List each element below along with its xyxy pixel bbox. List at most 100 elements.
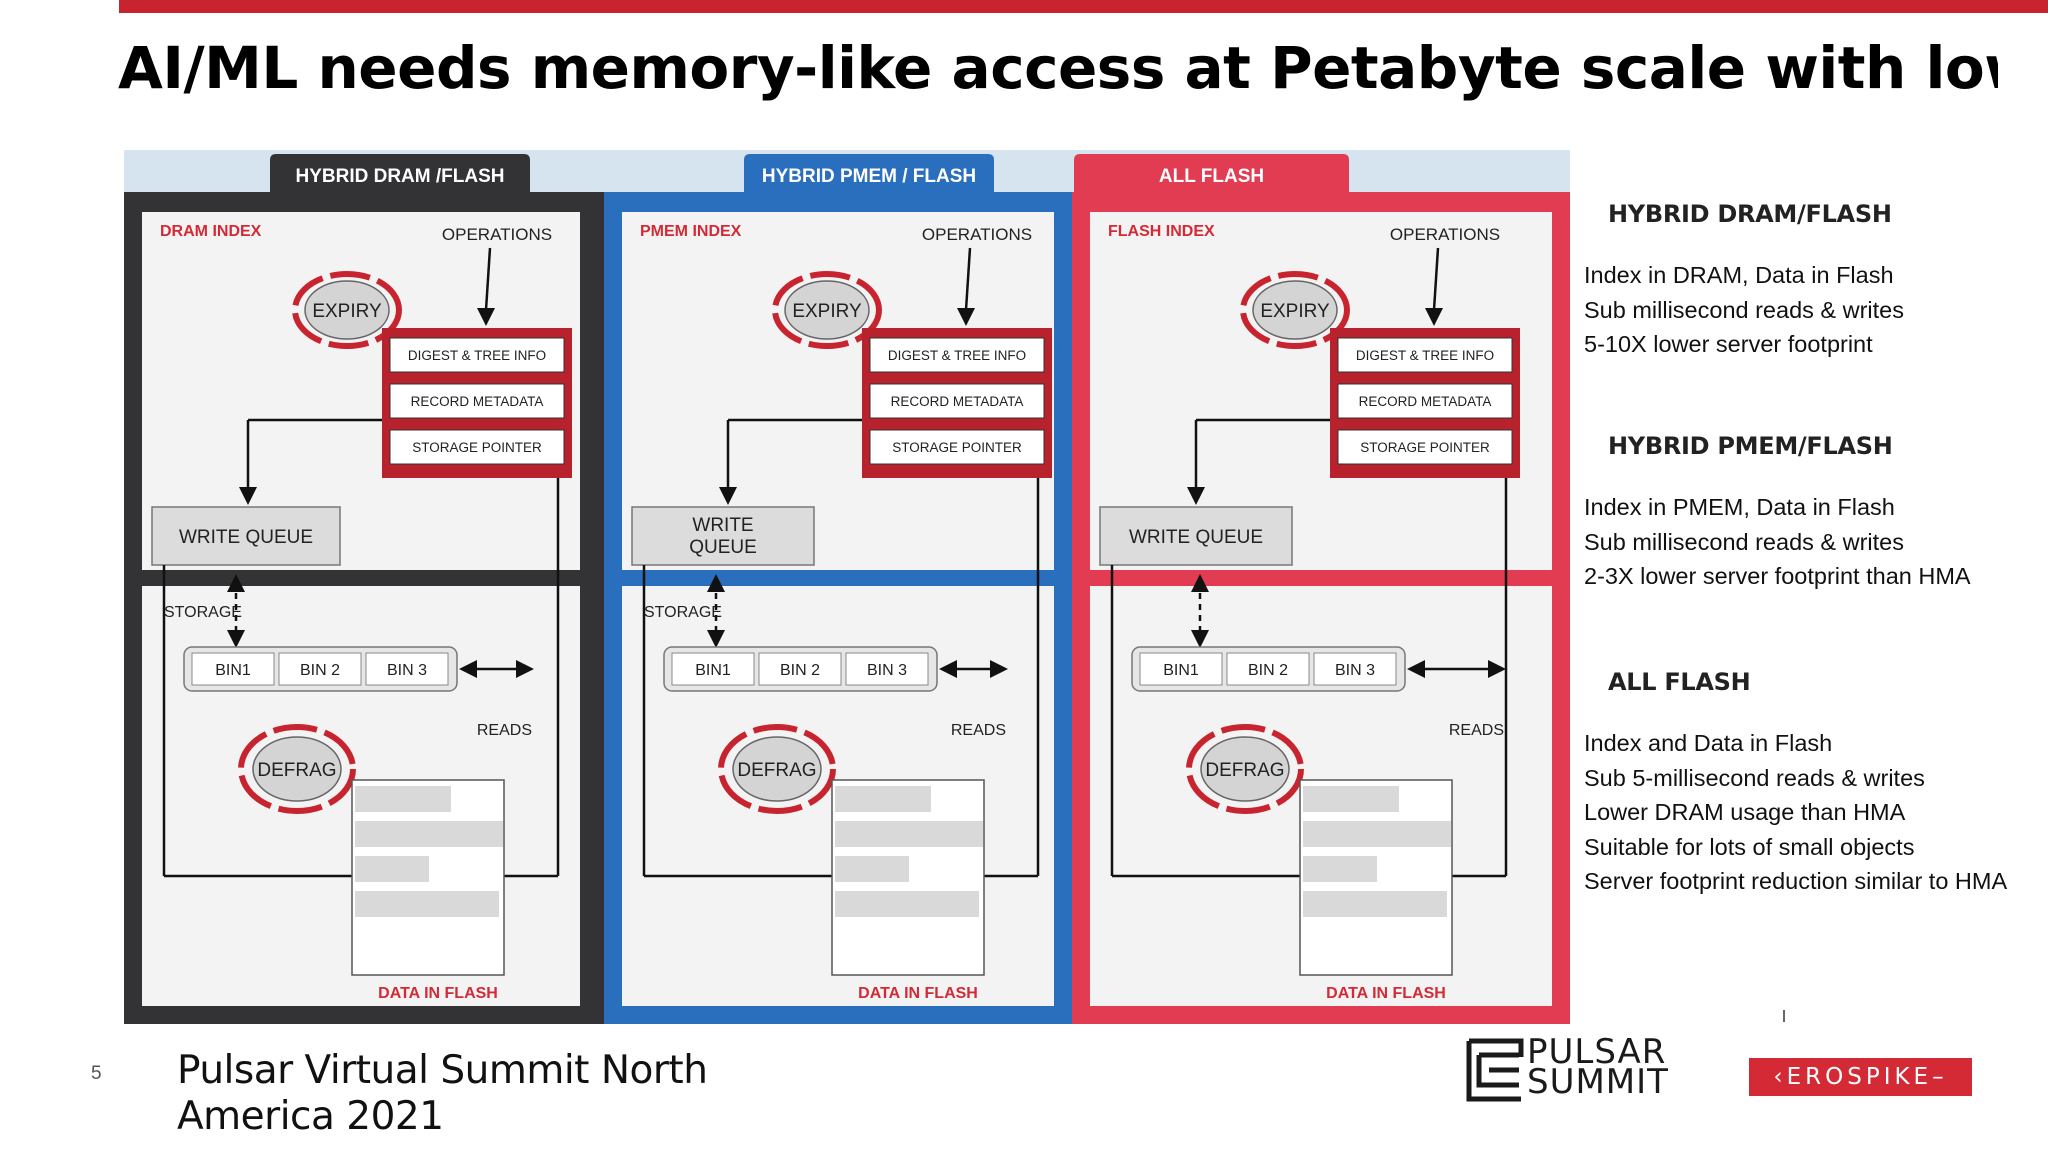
expiry-ring-2 (772, 271, 882, 349)
flash-record-1-3 (355, 856, 429, 882)
defrag-ring-1 (238, 724, 356, 814)
logo-line-summit: SUMMIT (1527, 1062, 1669, 1102)
write-queue-arrowhead-3 (1187, 487, 1205, 505)
index-item-box-2-3 (869, 429, 1045, 465)
defrag-core-1 (252, 736, 342, 802)
write-queue-label-3-1: WRITE QUEUE (1129, 527, 1263, 548)
write-queue-box-2 (631, 506, 815, 566)
panel-tab-label-2: HYBRID PMEM / FLASH (762, 166, 976, 187)
expiry-label-2: EXPIRY (792, 301, 862, 322)
expiry-label-3: EXPIRY (1260, 301, 1330, 322)
data-in-flash-label-2: DATA IN FLASH (858, 985, 978, 1002)
index-item-box-1-3 (389, 429, 565, 465)
index-label-1: DRAM INDEX (160, 223, 262, 240)
operations-arrowhead-2 (957, 308, 975, 326)
sidebar-line-3-5: Server footprint reduction similar to HM… (1584, 868, 2008, 894)
index-item-box-1-1 (389, 337, 565, 373)
panel-tab-1 (270, 154, 530, 192)
write-queue-arrowhead-2 (719, 487, 737, 505)
defrag-label-2: DEFRAG (737, 760, 816, 781)
flash-record-3-3 (1303, 856, 1377, 882)
bin-label-2-3: BIN 3 (867, 662, 907, 679)
aerospike-logo: ‹EROSPIKE– (1749, 1058, 1972, 1096)
write-queue-box-3 (1099, 506, 1293, 566)
operations-arrowhead-3 (1425, 308, 1443, 326)
reads-label-1: READS (477, 722, 532, 739)
operations-arrow-1 (484, 247, 492, 311)
defrag-core-3 (1200, 736, 1290, 802)
storage-label-1: STORAGE (164, 604, 242, 621)
bin-label-2-1: BIN1 (695, 662, 731, 679)
sidebar-line-2-2: Sub millisecond reads & writes (1584, 528, 1904, 555)
data-in-flash-label-3: DATA IN FLASH (1326, 985, 1446, 1002)
bin-label-1-2: BIN 2 (300, 662, 340, 679)
expiry-core-2 (784, 280, 870, 340)
storage-arrow-down-3 (1191, 630, 1209, 648)
bin-box-2-3 (845, 652, 929, 686)
bin-arrow-left-2 (939, 660, 957, 678)
write-queue-label-1-1: WRITE QUEUE (179, 527, 313, 548)
sidebar-heading-3: ALL FLASH (1608, 668, 1751, 696)
sidebar-line-2-1: Index in PMEM, Data in Flash (1584, 494, 1895, 520)
bin-box-3-1 (1139, 652, 1223, 686)
sidebar-line-3-2: Sub 5-millisecond reads & writes (1584, 764, 1925, 791)
panel-tab-3 (1074, 154, 1349, 192)
flash-record-2-3 (835, 856, 909, 882)
panel-tab-label-1: HYBRID DRAM /FLASH (296, 166, 505, 187)
flash-record-1-4 (355, 891, 499, 917)
footer-event-title: Pulsar Virtual Summit North America 2021 (177, 1048, 708, 1139)
pulsar-logo-icon (1466, 1038, 1524, 1102)
flash-record-2-4 (835, 891, 979, 917)
defrag-ring-3 (1186, 724, 1304, 814)
expiry-ring-3 (1240, 271, 1350, 349)
index-item-label-2-3: STORAGE POINTER (892, 440, 1022, 455)
storage-arrow-down-2 (707, 630, 725, 648)
operations-arrowhead-1 (477, 308, 495, 326)
index-item-label-3-2: RECORD METADATA (1359, 394, 1492, 409)
flash-record-1-2 (355, 821, 503, 847)
bin-label-3-2: BIN 2 (1248, 662, 1288, 679)
bin-label-3-3: BIN 3 (1335, 662, 1375, 679)
operations-label-2: OPERATIONS (922, 225, 1032, 244)
sidebar-line-3-1: Index and Data in Flash (1584, 730, 1833, 756)
page-number: 5 (91, 1063, 102, 1084)
bin-box-1-2 (278, 652, 362, 686)
defrag-label-1: DEFRAG (257, 760, 336, 781)
storage-label-2: STORAGE (644, 604, 722, 621)
bin-arrow-right-2 (990, 660, 1008, 678)
write-queue-box-1 (151, 506, 341, 566)
index-item-label-3-3: STORAGE POINTER (1360, 440, 1490, 455)
defrag-label-3: DEFRAG (1205, 760, 1284, 781)
index-item-box-2-1 (869, 337, 1045, 373)
bin-arrow-left-3 (1407, 660, 1425, 678)
expiry-ring-1 (292, 271, 402, 349)
index-label-2: PMEM INDEX (640, 223, 742, 240)
data-in-flash-label-1: DATA IN FLASH (378, 985, 498, 1002)
expiry-core-3 (1252, 280, 1338, 340)
write-queue-arrowhead-1 (239, 487, 257, 505)
expiry-core-1 (304, 280, 390, 340)
reads-label-3: READS (1449, 722, 1504, 739)
index-item-box-3-3 (1337, 429, 1513, 465)
defrag-core-2 (732, 736, 822, 802)
bin-box-3-2 (1226, 652, 1310, 686)
defrag-ring-2 (718, 724, 836, 814)
flash-record-2-2 (835, 821, 983, 847)
sidebar-line-1-1: Index in DRAM, Data in Flash (1584, 262, 1894, 288)
index-item-box-1-2 (389, 383, 565, 419)
index-item-label-1-1: DIGEST & TREE INFO (408, 348, 546, 363)
write-queue-label-2-1: WRITE (692, 515, 753, 536)
bin-label-1-3: BIN 3 (387, 662, 427, 679)
index-item-box-3-2 (1337, 383, 1513, 419)
index-item-label-1-2: RECORD METADATA (411, 394, 544, 409)
bin-arrow-left-1 (459, 660, 477, 678)
storage-arrow-down-1 (227, 630, 245, 648)
bin-box-3-3 (1313, 652, 1397, 686)
index-item-label-2-2: RECORD METADATA (891, 394, 1024, 409)
index-item-label-2-1: DIGEST & TREE INFO (888, 348, 1026, 363)
top-accent-bar (119, 0, 2048, 13)
slide-title: AI/ML needs memory-like access at Petaby… (118, 34, 1998, 102)
bin-label-2-2: BIN 2 (780, 662, 820, 679)
expiry-label-1: EXPIRY (312, 301, 382, 322)
sidebar-line-1-2: Sub millisecond reads & writes (1584, 296, 1904, 323)
